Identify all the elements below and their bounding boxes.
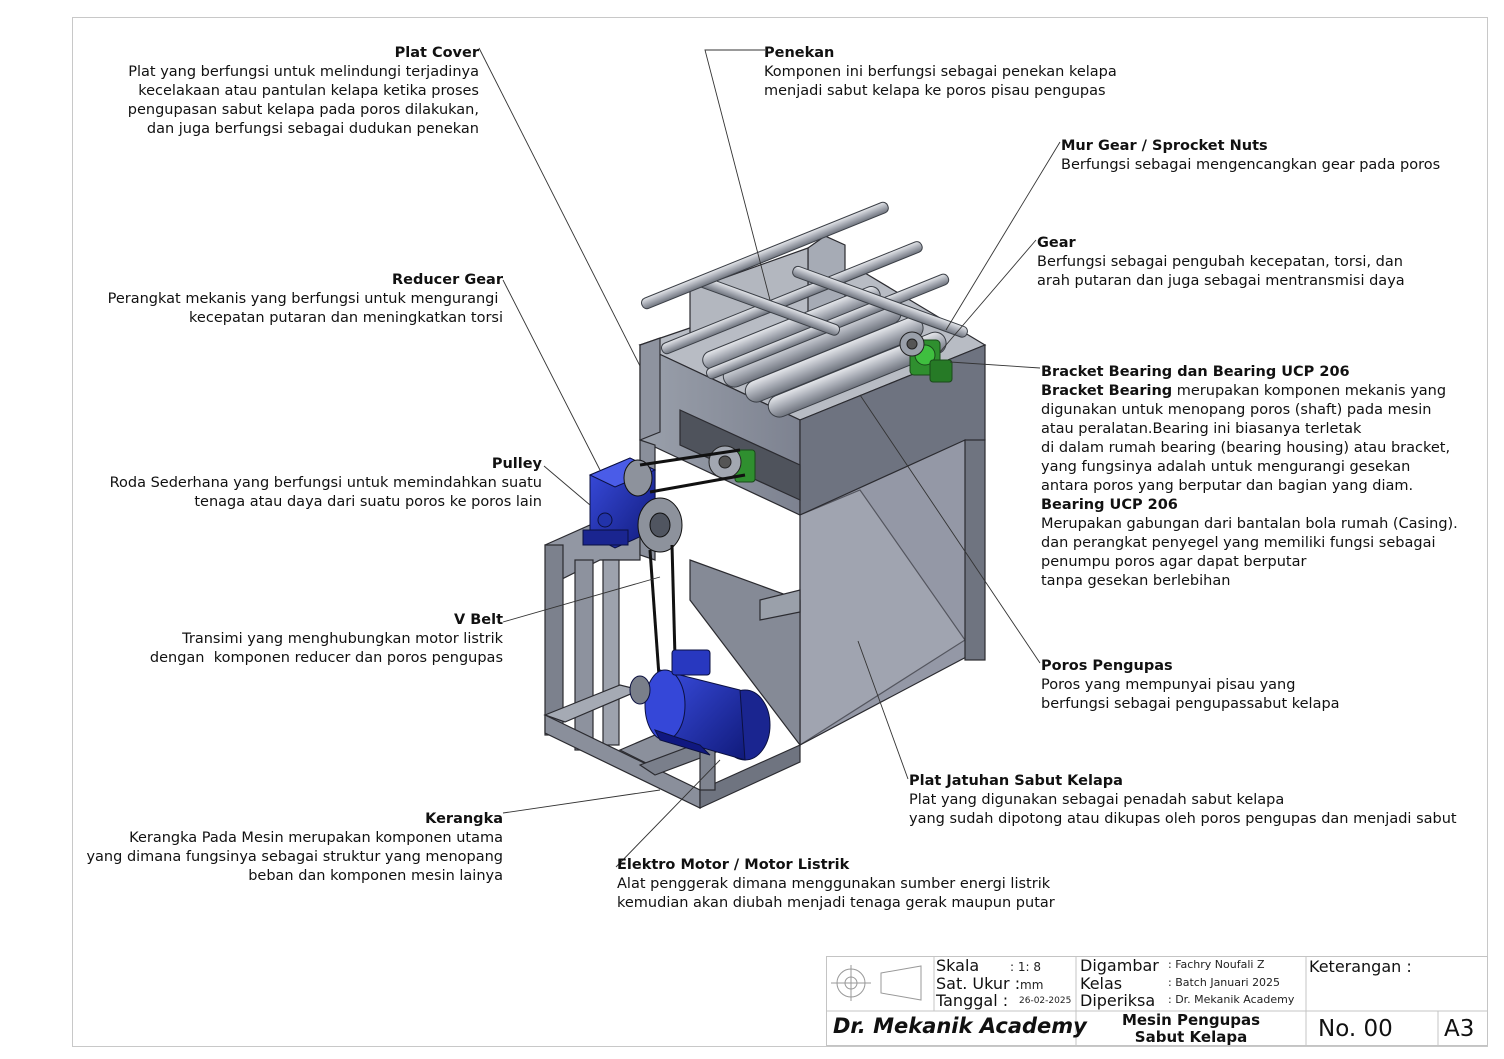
- callout-title: Reducer Gear: [391, 272, 503, 288]
- callout-title: Plat Cover: [394, 45, 479, 61]
- callout-kerangka: Kerangka Kerangka Pada Mesin merupakan k…: [86, 810, 503, 886]
- callout-plat-cover: Plat Cover Plat yang berfungsi untuk mel…: [128, 44, 479, 139]
- brand-name: Dr. Mekanik Academy: [833, 1014, 1087, 1038]
- leader-lines: [478, 47, 1061, 868]
- sheet-border: [72, 17, 1488, 1047]
- callout-desc: Plat yang digunakan sebagai penadah sabu…: [909, 792, 1457, 827]
- callout-desc: Perangkat mekanis yang berfungsi untuk m…: [107, 291, 503, 326]
- digambar-label: Digambar: [1080, 956, 1159, 975]
- pulley: [623, 459, 683, 553]
- callout-poros-pengupas: Poros Pengupas Poros yang mempunyai pisa…: [1041, 657, 1340, 714]
- callout-desc: Komponen ini berfungsi sebagai penekan k…: [764, 64, 1117, 99]
- tanggal-label: Tanggal :: [936, 991, 1009, 1010]
- callout-elektro-motor: Elektro Motor / Motor Listrik Alat pengg…: [617, 856, 1055, 913]
- kelas-value: : Batch Januari 2025: [1168, 976, 1281, 989]
- callout-desc: Poros yang mempunyai pisau yang berfungs…: [1041, 677, 1340, 712]
- callout-desc: merupakan komponen mekanis yang: [1172, 383, 1447, 399]
- callout-penekan: Penekan Komponen ini berfungsi sebagai p…: [764, 44, 1117, 101]
- callout-title: Kerangka: [425, 811, 503, 827]
- callout-bracket-bearing: Bracket Bearing dan Bearing UCP 206 Brac…: [1041, 363, 1458, 591]
- drawing-number: No. 00: [1318, 1016, 1393, 1042]
- skala-value: : 1: 8: [1010, 960, 1041, 974]
- callout-title: V Belt: [453, 612, 503, 628]
- tanggal-value: 26-02-2025: [1019, 996, 1072, 1006]
- callout-title: Mur Gear / Sprocket Nuts: [1061, 138, 1268, 154]
- callout-title: Poros Pengupas: [1041, 658, 1173, 674]
- callout-subtitle: Bearing UCP 206: [1041, 497, 1178, 513]
- drawing-title: Mesin Pengupas Sabut Kelapa: [1076, 1012, 1306, 1046]
- paper-size: A3: [1444, 1016, 1475, 1042]
- callout-title: Plat Jatuhan Sabut Kelapa: [909, 773, 1123, 789]
- callout-title: Bracket Bearing dan Bearing UCP 206: [1041, 364, 1350, 380]
- satuan-value: mm: [1020, 978, 1044, 992]
- title-block: Skala : 1: 8 Sat. Ukur : mm Tanggal : 26…: [826, 956, 1488, 1046]
- callout-reducer-gear: Reducer Gear Perangkat mekanis yang berf…: [108, 271, 503, 328]
- callout-desc: Berfungsi sebagai pengubah kecepatan, to…: [1037, 254, 1405, 289]
- callout-title: Penekan: [764, 45, 835, 61]
- diperiksa-value: : Dr. Mekanik Academy: [1168, 993, 1295, 1006]
- poros-pengupas: [702, 286, 947, 418]
- callout-desc: Plat yang berfungsi untuk melindungi ter…: [127, 64, 479, 137]
- elektro-motor: [629, 649, 771, 761]
- callout-desc: Kerangka Pada Mesin merupakan komponen u…: [86, 830, 503, 884]
- callout-title: Elektro Motor / Motor Listrik: [617, 857, 850, 873]
- callout-desc: Alat penggerak dimana menggunakan sumber…: [617, 876, 1055, 911]
- diperiksa-label: Diperiksa: [1080, 991, 1156, 1010]
- penekan-bars: [641, 201, 968, 380]
- callout-desc: Transimi yang menghubungkan motor listri…: [149, 631, 503, 666]
- callout-subtitle: Bracket Bearing: [1041, 383, 1173, 399]
- callout-pulley: Pulley Roda Sederhana yang berfungsi unt…: [110, 455, 542, 512]
- kerangka-frame: [543, 524, 801, 809]
- callout-desc: Roda Sederhana yang berfungsi untuk memi…: [109, 475, 542, 510]
- callout-mur-gear: Mur Gear / Sprocket Nuts Berfungsi sebag…: [1061, 137, 1440, 175]
- callout-desc: Merupakan gabungan dari bantalan bola ru…: [1041, 516, 1458, 589]
- callout-desc: Berfungsi sebagai mengencangkan gear pad…: [1061, 157, 1441, 173]
- callout-title: Gear: [1037, 235, 1076, 251]
- title-block-grid: [826, 956, 1488, 1046]
- callout-v-belt: V Belt Transimi yang menghubungkan motor…: [150, 611, 503, 668]
- drawing-title-line2: Sabut Kelapa: [1134, 1028, 1248, 1046]
- drawing-title-line1: Mesin Pengupas: [1121, 1011, 1261, 1029]
- projection-symbol: [831, 965, 922, 1001]
- kelas-label: Kelas: [1080, 974, 1123, 993]
- callout-desc: digunakan untuk menopang poros (shaft) p…: [1041, 402, 1451, 494]
- skala-label: Skala: [936, 956, 980, 975]
- keterangan-label: Keterangan :: [1309, 957, 1412, 976]
- callout-gear: Gear Berfungsi sebagai pengubah kecepata…: [1037, 234, 1405, 291]
- satuan-label: Sat. Ukur :: [936, 974, 1021, 993]
- digambar-value: : Fachry Noufali Z: [1168, 958, 1265, 971]
- callout-title: Pulley: [491, 456, 542, 472]
- callout-plat-jatuhan: Plat Jatuhan Sabut Kelapa Plat yang digu…: [909, 772, 1457, 829]
